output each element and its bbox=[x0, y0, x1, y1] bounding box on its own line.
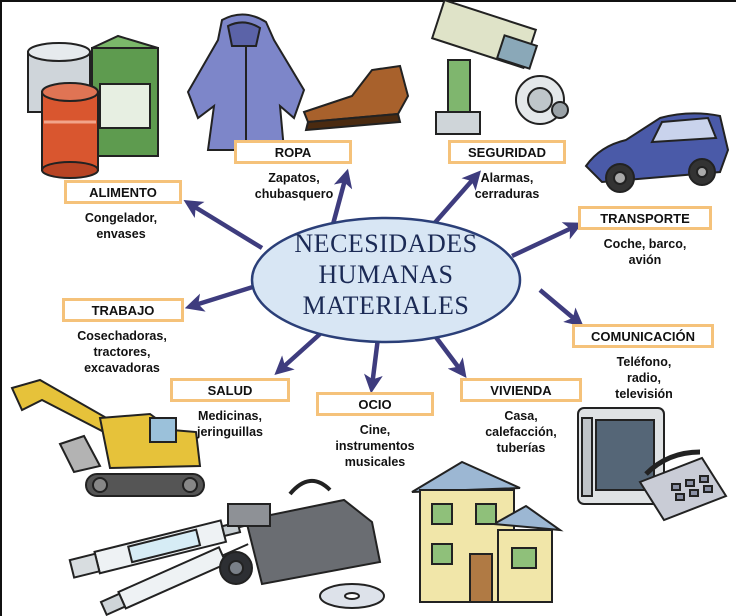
desc-line: radio, bbox=[626, 371, 662, 385]
center-title-line: HUMANAS bbox=[318, 260, 454, 289]
desc-line: tractores, bbox=[93, 345, 151, 359]
desc-line: instrumentos bbox=[335, 439, 415, 453]
center-title: NECESIDADES HUMANAS MATERIALES bbox=[268, 228, 504, 321]
desc-line: Cosechadoras, bbox=[77, 329, 167, 343]
desc-line: excavadoras bbox=[84, 361, 160, 375]
tv-phone-icon bbox=[577, 407, 728, 522]
arrow-transporte bbox=[511, 222, 583, 259]
center-title-line: MATERIALES bbox=[302, 291, 470, 320]
desc-line: Congelador, bbox=[84, 211, 158, 225]
desc-line: Medicinas, bbox=[198, 409, 262, 423]
arrow-alimento bbox=[183, 200, 264, 250]
desc-ropa: Zapatos, chubasquero bbox=[232, 170, 356, 202]
label-seguridad: SEGURIDAD bbox=[448, 140, 566, 164]
center-title-line: NECESIDADES bbox=[294, 229, 478, 258]
label-ropa: ROPA bbox=[234, 140, 352, 164]
arrow-ocio bbox=[364, 337, 383, 394]
clothes-icon bbox=[186, 13, 410, 151]
arrow-comunicacion bbox=[538, 288, 584, 327]
arrows bbox=[183, 168, 584, 394]
desc-line: Zapatos, bbox=[268, 171, 320, 185]
arrow-seguridad bbox=[430, 170, 481, 228]
center-ellipse bbox=[250, 216, 522, 344]
syringe-icon bbox=[68, 519, 265, 616]
arrow-ropa bbox=[329, 168, 353, 229]
desc-transporte: Coche, barco, avión bbox=[578, 236, 712, 268]
desc-line: Coche, barco, bbox=[603, 237, 687, 251]
desc-line: chubasquero bbox=[254, 187, 334, 201]
video-camera-icon bbox=[219, 479, 385, 609]
arrow-salud bbox=[274, 332, 322, 376]
desc-line: musicales bbox=[344, 455, 406, 469]
excavator-icon bbox=[10, 378, 205, 497]
desc-salud: Medicinas, jeringuillas bbox=[170, 408, 290, 440]
car-icon bbox=[584, 112, 730, 193]
desc-line: Alarmas, bbox=[480, 171, 534, 185]
desc-line: Teléfono, bbox=[616, 355, 672, 369]
label-vivienda: VIVIENDA bbox=[460, 378, 582, 402]
desc-alimento: Congelador, envases bbox=[56, 210, 186, 242]
label-ocio: OCIO bbox=[316, 392, 434, 416]
desc-line: envases bbox=[96, 227, 146, 241]
desc-line: televisión bbox=[615, 387, 673, 401]
arrow-trabajo bbox=[184, 283, 257, 312]
desc-line: avión bbox=[628, 253, 662, 267]
desc-seguridad: Alarmas, cerraduras bbox=[448, 170, 566, 202]
desc-vivienda: Casa, calefacción, tuberías bbox=[462, 408, 580, 456]
desc-line: Casa, bbox=[504, 409, 538, 423]
desc-line: tuberías bbox=[496, 441, 546, 455]
desc-comunicacion: Teléfono, radio, televisión bbox=[586, 354, 702, 402]
desc-line: calefacción, bbox=[485, 425, 557, 439]
house-icon bbox=[411, 460, 564, 603]
label-transporte: TRANSPORTE bbox=[578, 206, 712, 230]
label-alimento: ALIMENTO bbox=[64, 180, 182, 204]
label-trabajo: TRABAJO bbox=[62, 298, 184, 322]
label-salud: SALUD bbox=[170, 378, 290, 402]
desc-trabajo: Cosechadoras, tractores, excavadoras bbox=[52, 328, 192, 376]
security-camera-icon bbox=[430, 0, 569, 135]
food-cans-icon bbox=[27, 34, 159, 179]
desc-line: cerraduras bbox=[474, 187, 540, 201]
label-comunicacion: COMUNICACIÓN bbox=[572, 324, 714, 348]
desc-line: jeringuillas bbox=[197, 425, 263, 439]
desc-line: Cine, bbox=[359, 423, 391, 437]
desc-ocio: Cine, instrumentos musicales bbox=[310, 422, 440, 470]
